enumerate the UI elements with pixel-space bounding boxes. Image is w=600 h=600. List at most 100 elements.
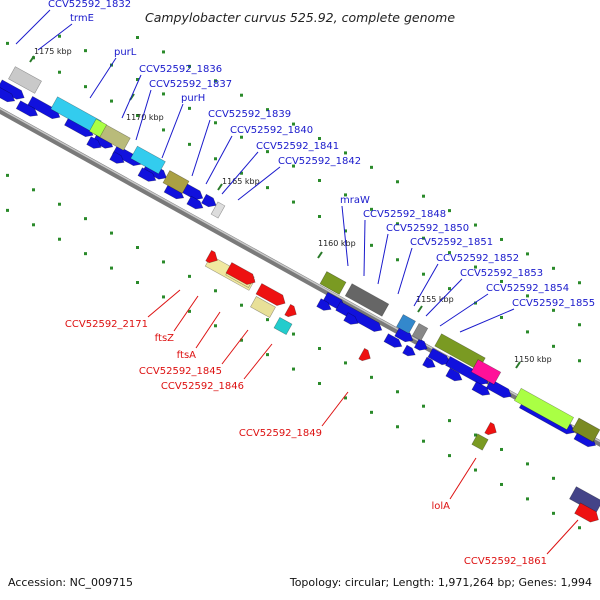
guide-dot xyxy=(266,318,269,322)
guide-dot xyxy=(214,79,217,83)
reverse-gene-label: CCV52592_1845 xyxy=(139,366,222,377)
guide-dot xyxy=(292,164,295,168)
forward-gene-label: CCV52592_1850 xyxy=(386,223,469,234)
forward-gene-label: CCV52592_1853 xyxy=(460,268,543,279)
reverse-gene-block-shape xyxy=(358,347,371,362)
forward-gene-arrow xyxy=(86,136,102,149)
guide-dot xyxy=(370,243,373,247)
guide-dot xyxy=(318,381,321,385)
forward-gene-label: trmE xyxy=(70,13,94,24)
reverse-gene-block-shape xyxy=(273,316,293,336)
guide-dot xyxy=(344,396,347,400)
cog-feature-block-shape xyxy=(470,359,502,385)
forward-gene-arrow xyxy=(201,193,217,208)
forward-gene-label: CCV52592_1848 xyxy=(363,209,446,220)
guide-dot xyxy=(344,229,347,233)
forward-gene-arrow xyxy=(15,100,39,117)
guide-dot xyxy=(266,150,269,154)
guide-dot xyxy=(292,332,295,336)
guide-dot xyxy=(448,251,451,255)
forward-gene-arrow-shape xyxy=(0,86,16,103)
guide-dot xyxy=(370,207,373,211)
forward-gene-arrow-shape xyxy=(0,79,25,100)
guide-dot xyxy=(552,308,555,312)
tick-label: 1150 kbp xyxy=(514,355,552,364)
gene-features xyxy=(0,66,600,523)
reverse-gene-block xyxy=(205,249,218,264)
forward-gene-arrow xyxy=(137,167,157,182)
guide-dot xyxy=(240,171,243,175)
guide-dot xyxy=(6,41,9,45)
guide-dot xyxy=(162,128,165,132)
guide-dot xyxy=(396,258,399,262)
guide-dot xyxy=(110,231,113,235)
forward-gene-arrow-shape xyxy=(413,338,428,351)
guide-dot xyxy=(58,202,61,206)
guide-dot xyxy=(526,294,529,298)
guide-dot xyxy=(58,70,61,74)
guide-dot xyxy=(552,266,555,270)
cog-feature-block xyxy=(571,417,600,443)
accession-text: Accession: NC_009715 xyxy=(8,576,133,589)
connector-line xyxy=(121,74,142,119)
guide-dot xyxy=(136,246,139,250)
guide-dot xyxy=(396,390,399,394)
guide-dot xyxy=(474,265,477,269)
guide-dot xyxy=(526,497,529,501)
reverse-gene-block-shape xyxy=(205,249,218,264)
reverse-gene-block xyxy=(471,433,489,451)
cog-feature-block-shape xyxy=(344,283,390,317)
guide-dot xyxy=(240,135,243,139)
reverse-gene-block xyxy=(225,262,256,285)
forward-gene-arrow xyxy=(109,151,125,164)
tick-label: 1175 kbp xyxy=(34,47,72,56)
connector-line xyxy=(173,295,199,332)
topology-text: Topology: circular; Length: 1,971,264 bp… xyxy=(289,576,592,589)
guide-dot xyxy=(578,281,581,285)
cog-feature-block xyxy=(210,201,226,219)
forward-gene-label: CCV52592_1842 xyxy=(278,156,361,167)
cog-feature-block xyxy=(130,145,166,175)
forward-gene-label: CCV52592_1840 xyxy=(230,125,313,136)
guide-dot xyxy=(396,180,399,184)
reverse-gene-block xyxy=(250,296,276,318)
forward-gene-arrow-shape xyxy=(343,312,359,325)
connector-line xyxy=(89,57,117,99)
reverse-gene-label: CCV52592_2171 xyxy=(65,319,148,330)
connector-line xyxy=(237,166,281,201)
gene-labels: CCV52592_1832trmEpurLCCV52592_1836CCV525… xyxy=(15,0,595,567)
connector-line xyxy=(425,278,463,317)
connector-line xyxy=(37,23,73,51)
guide-dot xyxy=(500,279,503,283)
reverse-gene-label: lolA xyxy=(431,501,450,512)
guide-dot xyxy=(422,272,425,276)
reverse-gene-label: CCV52592_1849 xyxy=(239,428,322,439)
tick-label: 1160 kbp xyxy=(318,239,356,248)
guide-dot xyxy=(84,49,87,53)
guide-dot xyxy=(240,338,243,342)
guide-dot xyxy=(422,236,425,240)
forward-gene-arrow xyxy=(0,79,25,100)
connector-line xyxy=(195,311,221,349)
forward-gene-arrow-shape xyxy=(186,195,204,210)
cog-feature-block-shape xyxy=(130,145,166,175)
guide-dot xyxy=(266,186,269,190)
forward-gene-arrow xyxy=(186,195,204,210)
guide-dot xyxy=(162,295,165,299)
forward-gene-arrow xyxy=(383,333,403,348)
connector-line xyxy=(205,135,233,185)
guide-dot xyxy=(188,142,191,146)
guide-dot xyxy=(422,404,425,408)
tick-mark xyxy=(417,305,423,313)
guide-dot xyxy=(344,193,347,197)
guide-dot xyxy=(578,323,581,327)
reverse-gene-block xyxy=(255,283,286,306)
guide-dot xyxy=(188,274,191,278)
tick-label: 1155 kbp xyxy=(416,295,454,304)
connector-line xyxy=(363,219,366,277)
guide-dot xyxy=(32,223,35,227)
forward-gene-arrow xyxy=(316,298,332,311)
cog-feature-block-shape xyxy=(88,118,108,138)
